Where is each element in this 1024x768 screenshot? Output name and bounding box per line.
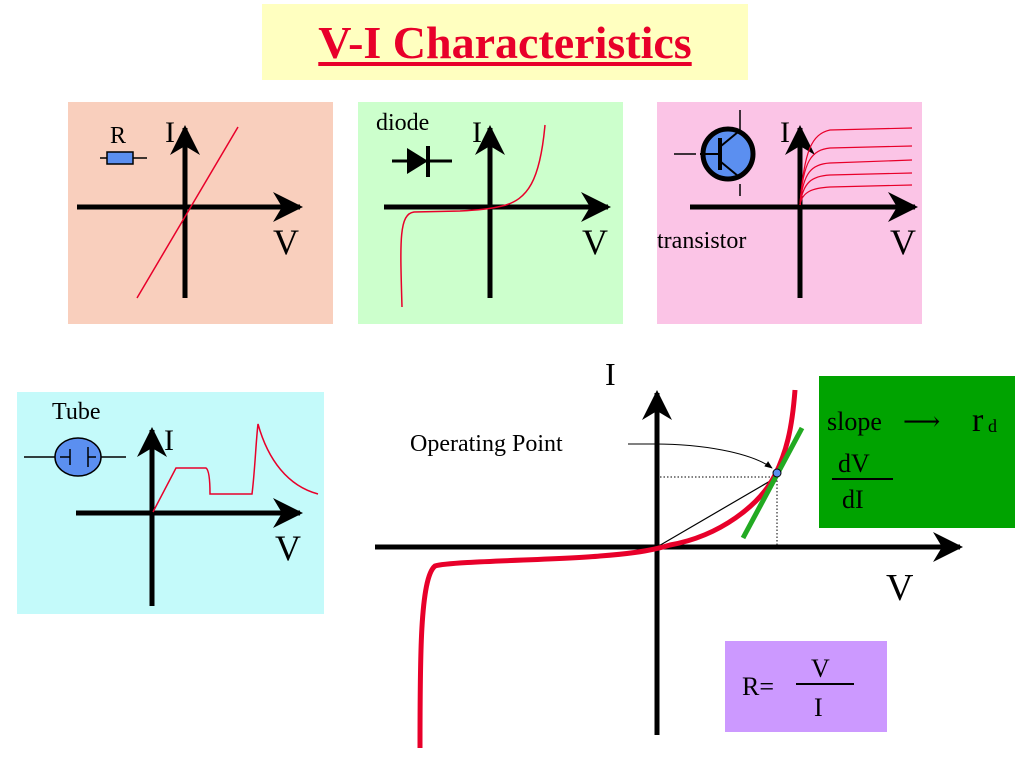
annotation-leader (628, 443, 773, 469)
dynamic-resistance-subscript: d (988, 416, 997, 436)
resistance-prefix: R= (742, 672, 774, 701)
resistor-component-label: R (110, 123, 126, 149)
resistor-panel: R I V (68, 102, 333, 324)
transistor-voltage-label: V (890, 222, 916, 262)
slope-word: slope (827, 407, 882, 436)
static-resistance-chord (656, 476, 778, 548)
diode-symbol-icon (392, 146, 452, 177)
tube-panel: Tube I V (17, 392, 324, 614)
tube-component-label: Tube (52, 399, 100, 425)
tube-characteristic-curve (152, 423, 319, 513)
resistor-icon (100, 151, 147, 165)
resistance-box-bg (725, 641, 887, 732)
slope-numerator: dV (838, 449, 870, 478)
transistor-panel: transistor I V (657, 102, 922, 324)
resistance-denominator: I (814, 693, 823, 722)
main-voltage-label: V (886, 567, 914, 609)
diode-voltage-label: V (582, 222, 608, 262)
transistor-curve-family (799, 127, 913, 206)
diode-component-label: diode (376, 110, 429, 136)
diode-current-label: I (472, 116, 482, 149)
transistor-curve (799, 184, 913, 206)
resistor-voltage-label: V (273, 222, 299, 262)
transistor-curve (799, 145, 913, 206)
tube-current-label: I (164, 424, 174, 457)
transistor-symbol-icon (674, 110, 756, 196)
vacuum-tube-icon (24, 437, 126, 477)
tangent-line (740, 426, 805, 540)
transistor-curve (799, 172, 913, 206)
slope-arrow: ⟶ (903, 407, 940, 436)
transistor-component-label: transistor (657, 228, 746, 254)
tube-panel-bg (17, 392, 324, 614)
resistance-box: R= V I (725, 641, 887, 732)
resistor-characteristic-curve (136, 126, 239, 299)
main-current-label: I (605, 356, 616, 392)
slope-denominator: dI (842, 485, 864, 514)
dynamic-resistance-symbol: r (972, 402, 984, 439)
transistor-curve (799, 159, 913, 206)
tube-voltage-label: V (275, 528, 301, 568)
transistor-current-label: I (780, 116, 790, 149)
resistor-panel-bg (68, 102, 333, 324)
diode-characteristic-curve (400, 124, 546, 308)
page-title: V-I Characteristics (262, 4, 748, 80)
main-plot: Operating Point I V (375, 356, 963, 749)
operating-point-marker (772, 468, 782, 478)
operating-point-annotation: Operating Point (410, 431, 563, 457)
slope-box: slope ⟶ r d dV dI (819, 376, 1015, 528)
resistance-numerator: V (811, 654, 830, 683)
resistor-current-label: I (165, 116, 175, 149)
diode-panel: diode I V (358, 102, 623, 324)
slope-box-bg (819, 376, 1015, 528)
